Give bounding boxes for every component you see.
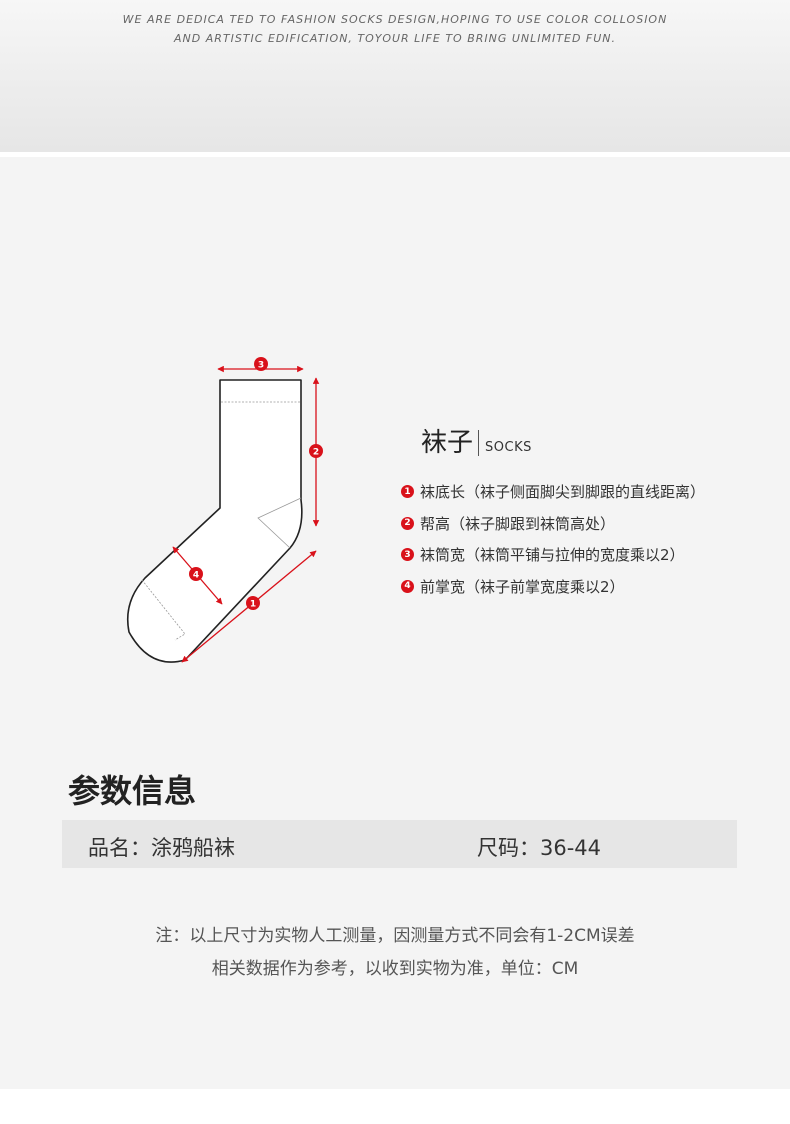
banner-slogan-line-2: AND ARTISTIC EDIFICATION, TOYOUR LIFE TO…: [173, 32, 617, 45]
marker-2: 2: [309, 444, 323, 458]
header-banner: WE ARE DEDICA TED TO FASHION SOCKS DESIG…: [0, 0, 790, 152]
product-size: 尺码：36-44: [477, 836, 602, 860]
sock-heel-patch: [257, 497, 302, 549]
svg-text:4: 4: [193, 571, 199, 581]
spec-item-forefoot-width: 4 前掌宽（袜子前掌宽度乘以2）: [401, 571, 705, 603]
svg-text:2: 2: [313, 448, 319, 458]
spec-text: 袜筒宽（袜筒平铺与拉伸的宽度乘以2）: [420, 546, 685, 565]
sock-outline: [126, 379, 303, 663]
marker-3: 3: [254, 357, 268, 371]
spec-number-badge: 3: [401, 548, 414, 562]
svg-text:3: 3: [258, 361, 264, 371]
params-bar: 品名：涂鸦船袜 尺码：36-44: [62, 820, 737, 868]
spec-text: 袜底长（袜子侧面脚尖到脚跟的直线距离）: [420, 483, 706, 502]
spec-item-height: 2 帮高（袜子脚跟到袜筒高处）: [401, 508, 705, 540]
product-name: 品名：涂鸦船袜: [88, 836, 235, 860]
note-line-1: 注：以上尺寸为实物人工测量，因测量方式不同会有1-2CM误差: [155, 926, 635, 946]
spec-item-foot-length: 1 袜底长（袜子侧面脚尖到脚跟的直线距离）: [401, 476, 705, 508]
sock-title-en: SOCKS: [485, 440, 532, 455]
spec-number-badge: 4: [401, 579, 414, 593]
banner-slogan-line-1: WE ARE DEDICA TED TO FASHION SOCKS DESIG…: [122, 13, 668, 26]
note-line-2: 相关数据作为参考，以收到实物为准，单位：CM: [211, 959, 579, 979]
sock-title-cn: 袜子: [421, 428, 474, 458]
spec-text: 帮高（袜子脚跟到袜筒高处）: [420, 514, 616, 533]
spec-item-cuff-width: 3 袜筒宽（袜筒平铺与拉伸的宽度乘以2）: [401, 539, 705, 571]
spec-number-badge: 1: [401, 485, 414, 499]
title-divider: [478, 430, 480, 456]
spec-text: 前掌宽（袜子前掌宽度乘以2）: [420, 577, 625, 596]
params-heading: 参数信息: [68, 772, 197, 810]
measurement-list: 1 袜底长（袜子侧面脚尖到脚跟的直线距离） 2 帮高（袜子脚跟到袜筒高处） 3 …: [401, 476, 705, 602]
sock-size-diagram: 3 2 4 1: [126, 357, 323, 663]
marker-4: 4: [189, 567, 203, 581]
sock-title: 袜子 SOCKS: [421, 424, 532, 458]
marker-1: 1: [246, 596, 260, 610]
spec-number-badge: 2: [401, 516, 414, 530]
svg-text:1: 1: [250, 600, 256, 610]
